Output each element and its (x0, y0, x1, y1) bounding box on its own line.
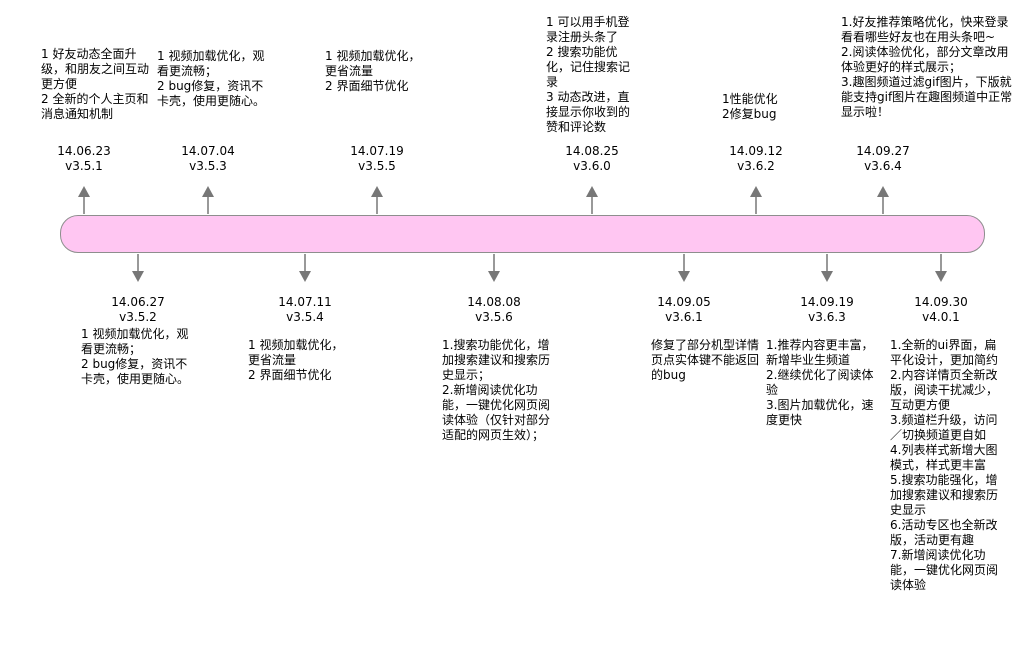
release-note-item: 7.新增阅读优化功能，一键优化网页阅读体验 (890, 548, 999, 592)
arrow-head-icon (935, 271, 947, 282)
release-note-item: 2 界面细节优化 (248, 368, 332, 382)
arrow-head-icon (202, 186, 214, 197)
release-date: 14.07.04 (181, 144, 235, 158)
release-note-item: 1性能优化 (722, 92, 778, 106)
arrow-head-icon (821, 271, 833, 282)
release-note-item: 1 视频加载优化，观看更流畅； (81, 327, 189, 356)
arrow-head-icon (877, 186, 889, 197)
release-notes: 修复了部分机型详情页点实体键不能返回的bug (651, 338, 759, 383)
release-date: 14.09.05 (657, 295, 711, 309)
release-version: v3.5.4 (286, 310, 324, 324)
release-date: 14.09.30 (914, 295, 968, 309)
release-note-item: 2.继续优化了阅读体验 (766, 368, 874, 397)
release-note-item: 1.推荐内容更丰富，新增毕业生频道 (766, 338, 874, 367)
arrow-head-icon (299, 271, 311, 282)
arrow-head-icon (750, 186, 762, 197)
release-note-item: 4.列表样式新增大图模式，样式更丰富 (890, 443, 998, 472)
release-date: 14.07.19 (350, 144, 404, 158)
release-notes: 1 视频加载优化，观看更流畅；2 bug修复，资讯不卡壳，使用更随心。 (81, 327, 189, 387)
release-note-item: 3.趣图频道过滤gif图片，下版就能支持gif图片在趣图频道中正常显示啦！ (841, 75, 1013, 119)
release-version: v3.5.5 (358, 159, 396, 173)
release-note-item: 2修复bug (722, 107, 777, 121)
release-note-item: 2.新增阅读优化功能，一键优化网页阅读体验（仅针对部分适配的网页生效）； (442, 383, 551, 442)
release-note-item: 3 动态改进，直接显示你收到的赞和评论数 (546, 90, 631, 134)
release-note-item: 修复了部分机型详情页点实体键不能返回的bug (651, 338, 760, 382)
release-version: v3.6.1 (665, 310, 703, 324)
arrow-head-icon (132, 271, 144, 282)
arrow-head-icon (371, 186, 383, 197)
release-version: v4.0.1 (922, 310, 960, 324)
arrow-head-icon (78, 186, 90, 197)
arrow-head-icon (488, 271, 500, 282)
release-note-item: 1 视频加载优化，更省流量 (325, 49, 421, 78)
release-note-item: 2 bug修复，资讯不卡壳，使用更随心。 (81, 357, 190, 386)
release-version: v3.5.6 (475, 310, 513, 324)
release-date: 14.07.11 (278, 295, 332, 309)
release-note-item: 1.好友推荐策略优化，快来登录看看哪些好友也在用头条吧~ (841, 15, 1009, 44)
release-note-item: 6.活动专区也全新改版，活动更有趣 (890, 518, 998, 547)
arrow-head-icon (678, 271, 690, 282)
release-date: 14.08.08 (467, 295, 521, 309)
release-date: 14.09.27 (856, 144, 910, 158)
release-version: v3.6.3 (808, 310, 846, 324)
release-note-item: 2 界面细节优化 (325, 79, 409, 93)
release-version: v3.6.2 (737, 159, 775, 173)
release-version: v3.5.2 (119, 310, 157, 324)
release-note-item: 1 视频加载优化，更省流量 (248, 338, 344, 367)
release-note-item: 2 全新的个人主页和消息通知机制 (41, 92, 149, 121)
release-note-item: 2 搜索功能优化，记住搜索记录 (546, 45, 631, 89)
release-date: 14.06.23 (57, 144, 111, 158)
release-version: v3.5.3 (189, 159, 227, 173)
arrow-head-icon (586, 186, 598, 197)
release-note-item: 3.图片加载优化，速度更快 (766, 398, 874, 427)
release-note-item: 3.频道栏升级，访问／切换频道更自如 (890, 413, 998, 442)
release-note-item: 2.阅读体验优化，部分文章改用体验更好的样式展示； (841, 45, 1009, 74)
release-note-item: 1 好友动态全面升级，和朋友之间互动更方便 (41, 47, 150, 91)
release-date: 14.09.19 (800, 295, 854, 309)
release-notes: 1 视频加载优化，观看更流畅；2 bug修复，资讯不卡壳，使用更随心。 (157, 49, 265, 109)
release-note-item: 2 bug修复，资讯不卡壳，使用更随心。 (157, 79, 266, 108)
release-note-item: 1.全新的ui界面，扁平化设计，更加简约 (890, 338, 999, 367)
release-date: 14.06.27 (111, 295, 165, 309)
release-note-item: 5.搜索功能强化，增加搜索建议和搜索历史显示 (890, 473, 999, 517)
release-version: v3.5.1 (65, 159, 103, 173)
release-note-item: 1.搜索功能优化，增加搜索建议和搜索历史显示； (442, 338, 551, 382)
release-version: v3.6.0 (573, 159, 611, 173)
release-note-item: 1 可以用手机登录注册头条了 (546, 15, 630, 44)
release-notes: 1.好友推荐策略优化，快来登录看看哪些好友也在用头条吧~2.阅读体验优化，部分文… (841, 15, 1019, 120)
timeline-bar (60, 215, 985, 253)
release-version: v3.6.4 (864, 159, 902, 173)
release-date: 14.09.12 (729, 144, 783, 158)
release-date: 14.08.25 (565, 144, 619, 158)
release-note-item: 1 视频加载优化，观看更流畅； (157, 49, 265, 78)
release-notes: 1.搜索功能优化，增加搜索建议和搜索历史显示；2.新增阅读优化功能，一键优化网页… (442, 338, 552, 443)
release-note-item: 2.内容详情页全新改版，阅读干扰减少，互动更方便 (890, 368, 999, 412)
